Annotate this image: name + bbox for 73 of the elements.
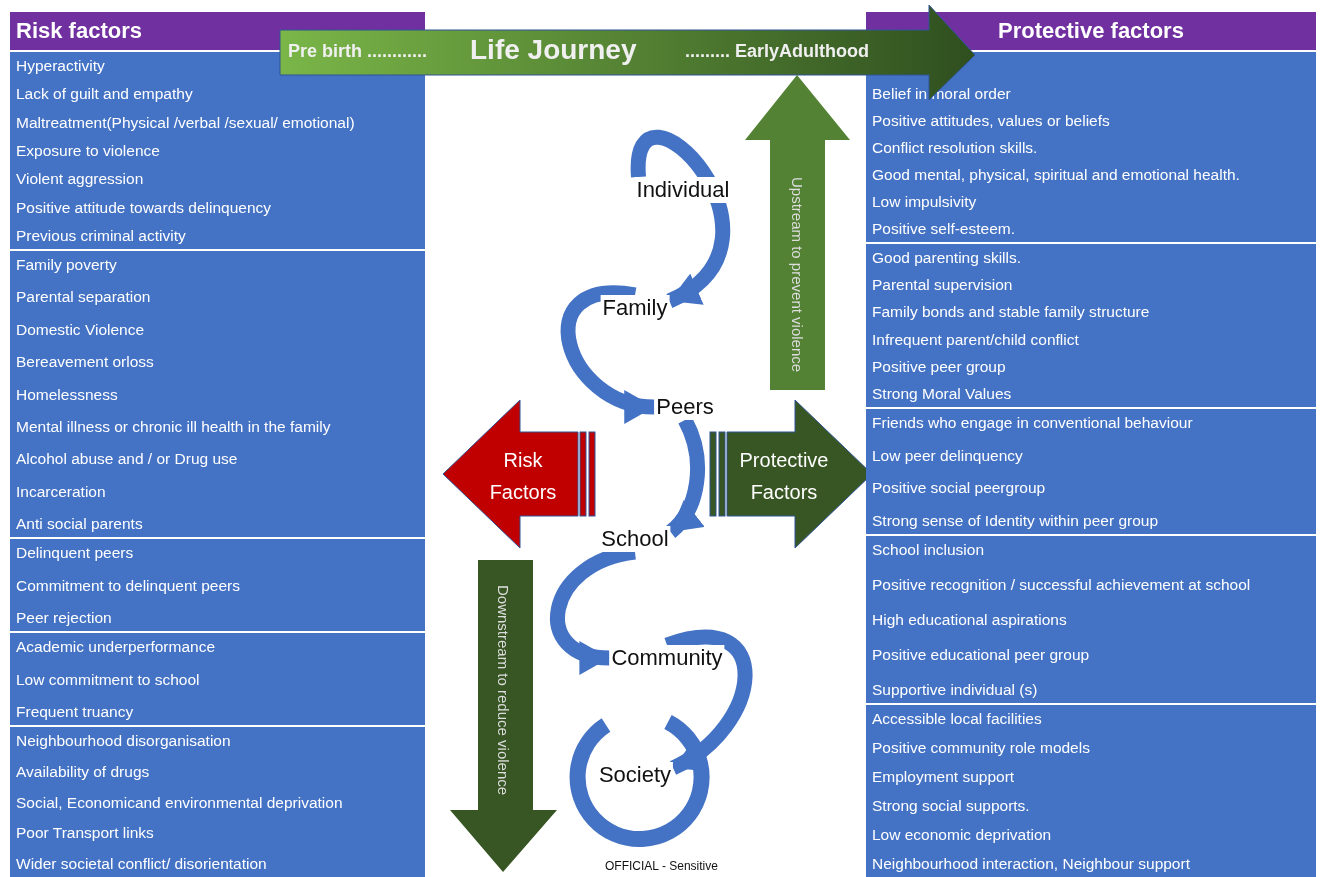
list-item: Academic underperformance xyxy=(16,637,216,656)
list-item: Positive attitudes, values or beliefs xyxy=(872,111,1110,130)
list-item: Supportive individual (s) xyxy=(872,680,1038,699)
list-item: Positive social peergroup xyxy=(872,478,1046,498)
list-item: Positive peer group xyxy=(872,356,1006,376)
factor-panel xyxy=(10,539,425,631)
list-item: Employment support xyxy=(872,767,1015,786)
classification-label: OFFICIAL - Sensitive xyxy=(605,859,718,873)
arrow-label: ......... EarlyAdulthood xyxy=(685,42,869,60)
list-item: Peer rejection xyxy=(16,608,112,627)
list-item: Low impulsivity xyxy=(872,192,977,211)
factor-panel xyxy=(866,244,1316,407)
list-item: Good mental, physical, spiritual and emotional health. xyxy=(872,165,1240,184)
factor-panel xyxy=(10,727,425,877)
factor-panel xyxy=(866,705,1316,877)
list-item: Maltreatment(Physical /verbal /sexual/ emotional) xyxy=(16,112,355,132)
list-item: Lack of guilt and empathy xyxy=(16,84,193,104)
arrow-label: Protective Factors xyxy=(738,448,830,505)
list-item: Positive recognition / successful achievement at school xyxy=(872,575,1251,594)
list-item: Commitment to delinquent peers xyxy=(16,575,240,595)
list-item: Positive community role models xyxy=(872,738,1090,757)
list-item: Incarceration xyxy=(16,481,106,501)
list-item: Alcohol abuse and / or Drug use xyxy=(16,449,238,469)
list-item: Low peer delinquency xyxy=(872,445,1023,465)
list-item: Violent aggression xyxy=(16,169,144,189)
list-item: School inclusion xyxy=(872,540,984,559)
arrow-label: Upstream to prevent violence xyxy=(789,176,806,375)
list-item: Accessible local facilities xyxy=(872,709,1042,728)
level-label: Community xyxy=(609,645,725,671)
list-item: Availability of drugs xyxy=(16,761,150,781)
list-item: Low commitment to school xyxy=(16,669,200,689)
factor-panel xyxy=(866,409,1316,534)
list-item: Strong social supports. xyxy=(872,796,1030,815)
list-item: Anti social parents xyxy=(16,514,143,533)
list-item: Strong sense of Identity within peer group xyxy=(872,510,1159,530)
list-item: Bereavement orloss xyxy=(16,352,154,372)
list-item: Delinquent peers xyxy=(16,543,134,562)
list-item: High educational aspirations xyxy=(872,610,1067,629)
list-item: Family poverty xyxy=(16,255,117,274)
list-item: Good parenting skills. xyxy=(872,248,1022,267)
factor-panel xyxy=(866,536,1316,703)
list-item: Parental separation xyxy=(16,287,151,307)
list-item: Positive attitude towards delinquency xyxy=(16,197,272,217)
list-item: Strong Moral Values xyxy=(872,383,1012,403)
list-item: Neighbourhood disorganisation xyxy=(16,731,231,750)
list-item: Poor Transport links xyxy=(16,823,154,843)
factor-panel xyxy=(866,52,1316,242)
list-item: Positive educational peer group xyxy=(872,645,1090,664)
list-item: Conflict resolution skills. xyxy=(872,138,1038,157)
list-item: Hyperactivity xyxy=(16,56,105,75)
factor-panel xyxy=(10,251,425,537)
list-item: Frequent truancy xyxy=(16,702,134,721)
list-item: Infrequent parent/child conflict xyxy=(872,329,1079,349)
list-item: Low economic deprivation xyxy=(872,825,1052,844)
list-item: Exposure to violence xyxy=(16,141,160,160)
level-label: School xyxy=(599,526,671,552)
list-item: Friends who engage in conventional behaviour xyxy=(872,413,1193,432)
list-item: Domestic Violence xyxy=(16,319,145,339)
list-item: Homelessness xyxy=(16,384,118,404)
list-item: Mental illness or chronic ill health in the family xyxy=(16,416,331,436)
level-label: Family xyxy=(600,295,670,321)
list-item: Neighbourhood interaction, Neighbour support xyxy=(872,854,1190,873)
cycle-arrow xyxy=(560,285,656,421)
arrow-label: Life Journey xyxy=(470,36,637,64)
list-item: Parental supervision xyxy=(872,275,1013,295)
list-item: Positive self-esteem. xyxy=(872,219,1015,238)
list-item: Wider societal conflict/ disorientation xyxy=(16,854,267,873)
list-item: Social, Economicand environmental deprivation xyxy=(16,792,343,812)
list-item: Family bonds and stable family structure xyxy=(872,302,1150,322)
factor-panel xyxy=(10,633,425,725)
arrow-label: Downstream to reduce violence xyxy=(495,583,512,798)
list-item: Previous criminal activity xyxy=(16,225,186,245)
cycle-arrow xyxy=(631,130,730,308)
